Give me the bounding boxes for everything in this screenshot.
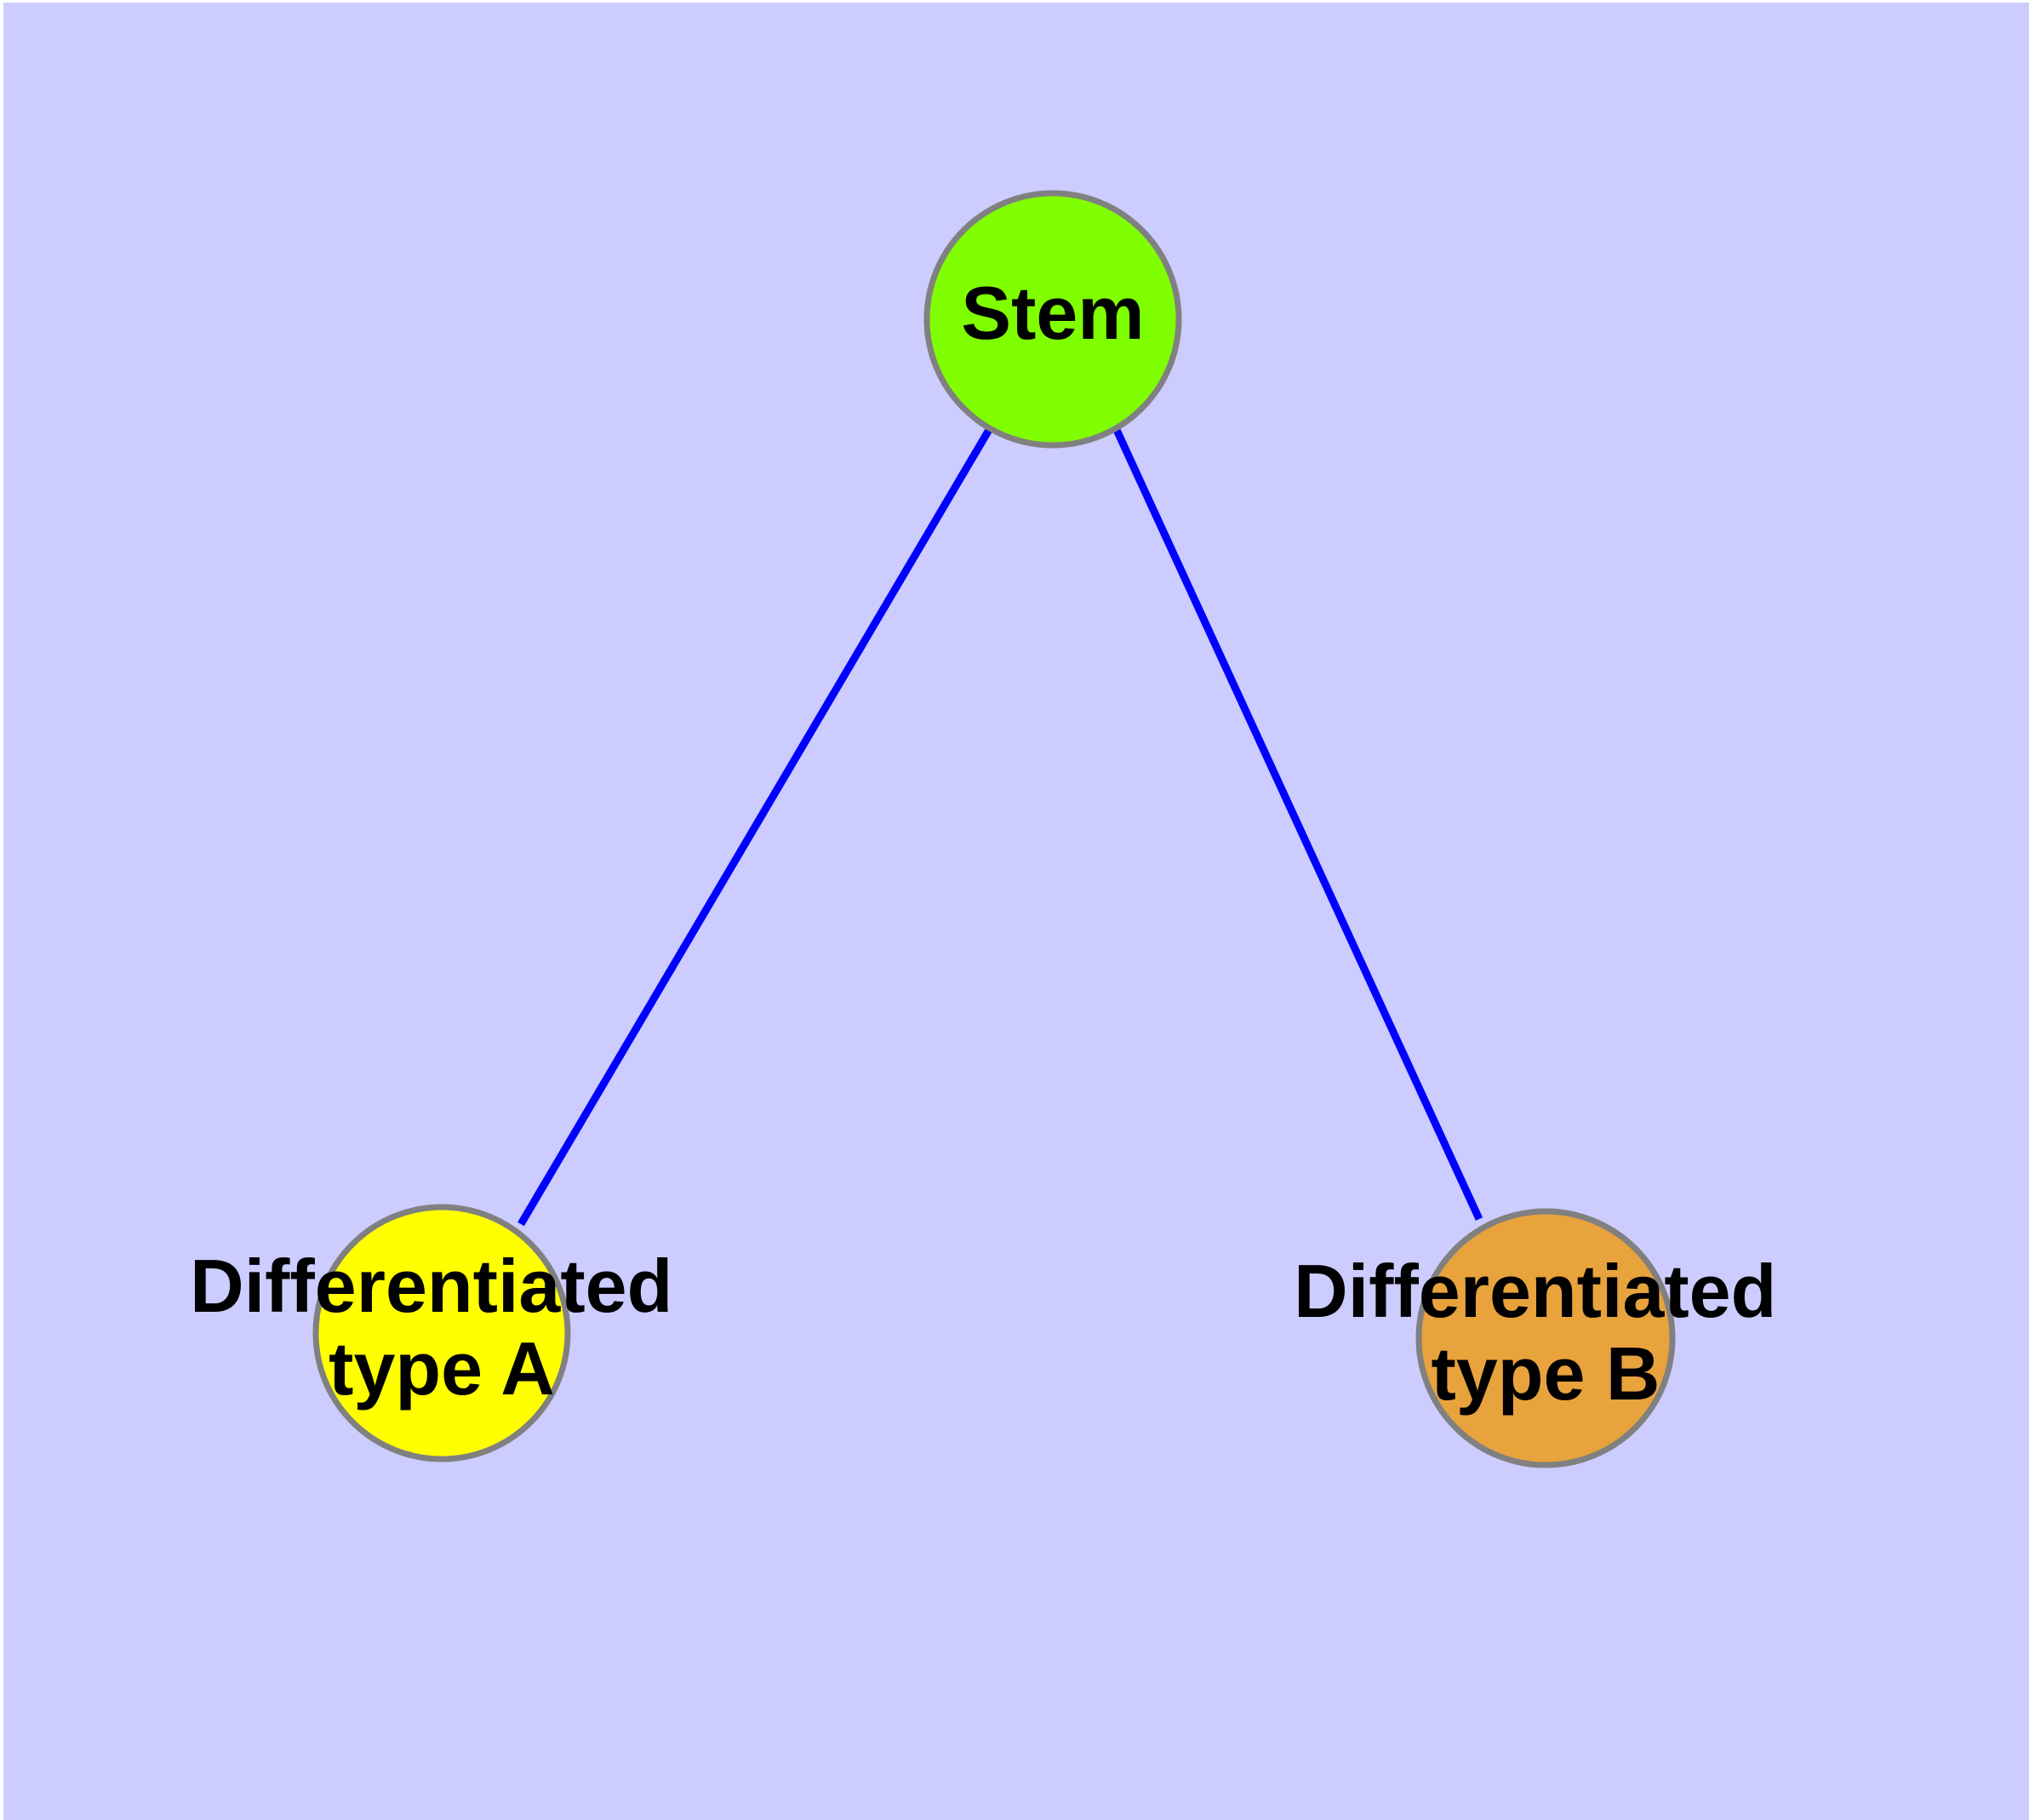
node-label-differentiated-type-a-line-1: Differentiated [190,1244,672,1328]
node-circle-differentiated-type-a[interactable] [312,1204,571,1462]
edge-stem-to-differentiated-type-a[interactable] [517,427,992,1227]
node-label-differentiated-type-b-line-2: type B [1432,1331,1660,1416]
node-circle-stem[interactable] [923,190,1182,449]
node-label-stem: Stem [961,271,1144,355]
node-label-differentiated-type-a-line-2: type A [329,1326,555,1411]
node-label-differentiated-type-b: Differentiated type B [1294,1249,1798,1416]
node-label-layer: Stem Differentiated type A Differentiate… [190,271,1798,1416]
edge-layer [517,427,1483,1227]
node-circle-differentiated-type-b[interactable] [1415,1208,1676,1468]
node-circle-layer [312,190,1676,1468]
node-label-stem-line-1: Stem [961,271,1144,355]
node-label-differentiated-type-b-line-1: Differentiated [1294,1249,1776,1333]
node-label-differentiated-type-a: Differentiated type A [190,1244,694,1411]
edge-stem-to-differentiated-type-b[interactable] [1112,428,1483,1221]
